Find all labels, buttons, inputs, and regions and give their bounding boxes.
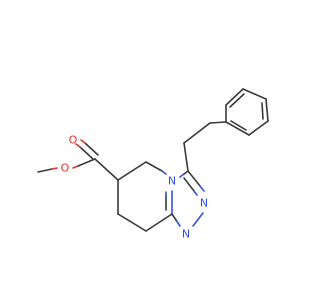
bond-n4-c3-c <box>183 170 189 175</box>
bond-c3-n2-double-1 <box>187 170 201 187</box>
bond-ph-4 <box>265 98 269 122</box>
bond-c3-propyl-1 <box>183 142 189 172</box>
bond-c6-c5 <box>117 161 147 181</box>
bond-carbonyl-double-1-o <box>75 143 81 148</box>
bond-methyl-oxygen-o <box>51 167 58 170</box>
bond-c5-n4 <box>145 161 163 172</box>
bond-n1-c8a-c <box>171 213 177 221</box>
bond-ph-inner-1 <box>229 93 245 108</box>
atom-label-triazole-nitrogen-2: N <box>182 228 190 241</box>
bond-c5-n4-n <box>161 170 167 175</box>
atom-label-triazole-nitrogen-1: N <box>200 197 208 210</box>
bond-propyl-1-2 <box>183 122 211 144</box>
bond-carbonyl-double-1 <box>79 146 94 160</box>
structure-canvas: O O N N N <box>37 88 269 241</box>
bond-c3-n2-double-2-n <box>193 190 198 196</box>
bond-n4-c3 <box>179 173 185 178</box>
bond-ph-6 <box>225 121 250 136</box>
bond-carbonyl-double-2-o <box>80 139 86 144</box>
bond-ph-5 <box>248 120 269 136</box>
bond-ph-inner-3 <box>230 120 247 131</box>
bond-oxygen-carbonyl-c-o <box>72 165 79 169</box>
bond-oxygen-carbonyl-c <box>77 158 96 167</box>
atom-label-ether-oxygen: O <box>61 162 70 175</box>
bond-carbonyl-double-2 <box>84 142 99 156</box>
atom-label-carbonyl-oxygen: O <box>69 134 78 147</box>
bond-c8-c8a <box>145 213 173 232</box>
bond-methyl-oxygen <box>37 168 53 173</box>
bond-c3-n2-double-2 <box>183 177 195 192</box>
atom-label-ring-nitrogen: N <box>168 175 176 188</box>
bond-ph-inner-2 <box>261 102 264 120</box>
bond-n2-n1 <box>192 212 204 227</box>
bond-c7-c8 <box>117 213 147 232</box>
bond-ph-2 <box>225 88 244 106</box>
bond-c3-n2-double-1-n <box>199 185 205 192</box>
bond-propyl-2-3 <box>209 121 227 124</box>
bond-carbonyl-c6 <box>94 158 119 181</box>
bond-n1-c8a <box>175 219 181 227</box>
bond-ph-3 <box>242 88 267 100</box>
